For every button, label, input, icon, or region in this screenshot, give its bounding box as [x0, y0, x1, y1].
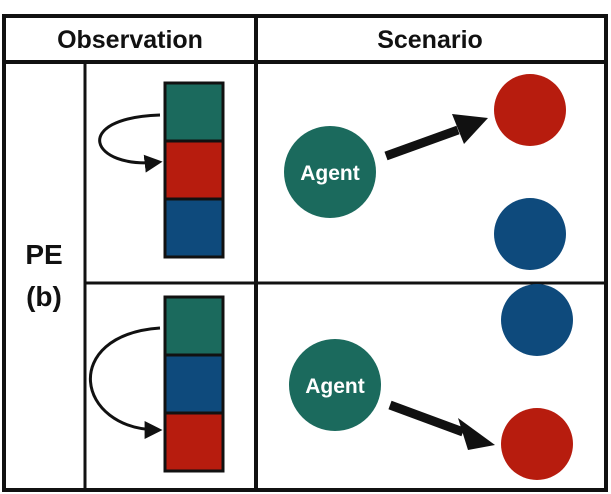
stack-cell-blue — [163, 197, 225, 259]
stack-cell-blue — [163, 353, 225, 415]
target-circle-red-row1 — [494, 74, 566, 146]
target-circle-red-row2 — [501, 408, 573, 480]
row-label-pe: PE — [25, 239, 62, 270]
agent-arrow-row1 — [384, 114, 488, 161]
stack-cell-red — [163, 139, 225, 201]
stack-cell-red — [163, 411, 225, 473]
agent-circle-row2 — [289, 339, 381, 431]
agent-circle-row1 — [284, 126, 376, 218]
target-circle-blue-row2 — [501, 284, 573, 356]
agent-arrow-row2 — [388, 400, 495, 450]
table-grid — [2, 14, 608, 492]
stack-cell-green — [163, 295, 225, 357]
agent-label-row1: Agent — [300, 162, 360, 185]
target-circle-blue-row1 — [494, 198, 566, 270]
stack-cell-green — [163, 81, 225, 143]
observation-curved-arrow-row1 — [98, 113, 163, 173]
observation-stack-row1 — [163, 81, 225, 259]
row-label-b: (b) — [26, 281, 62, 312]
agent-label-row2: Agent — [305, 375, 365, 398]
observation-curved-arrow-row2 — [88, 326, 163, 439]
observation-header: Observation — [57, 26, 203, 54]
scenario-header: Scenario — [377, 26, 483, 54]
observation-stack-row2 — [163, 295, 225, 473]
